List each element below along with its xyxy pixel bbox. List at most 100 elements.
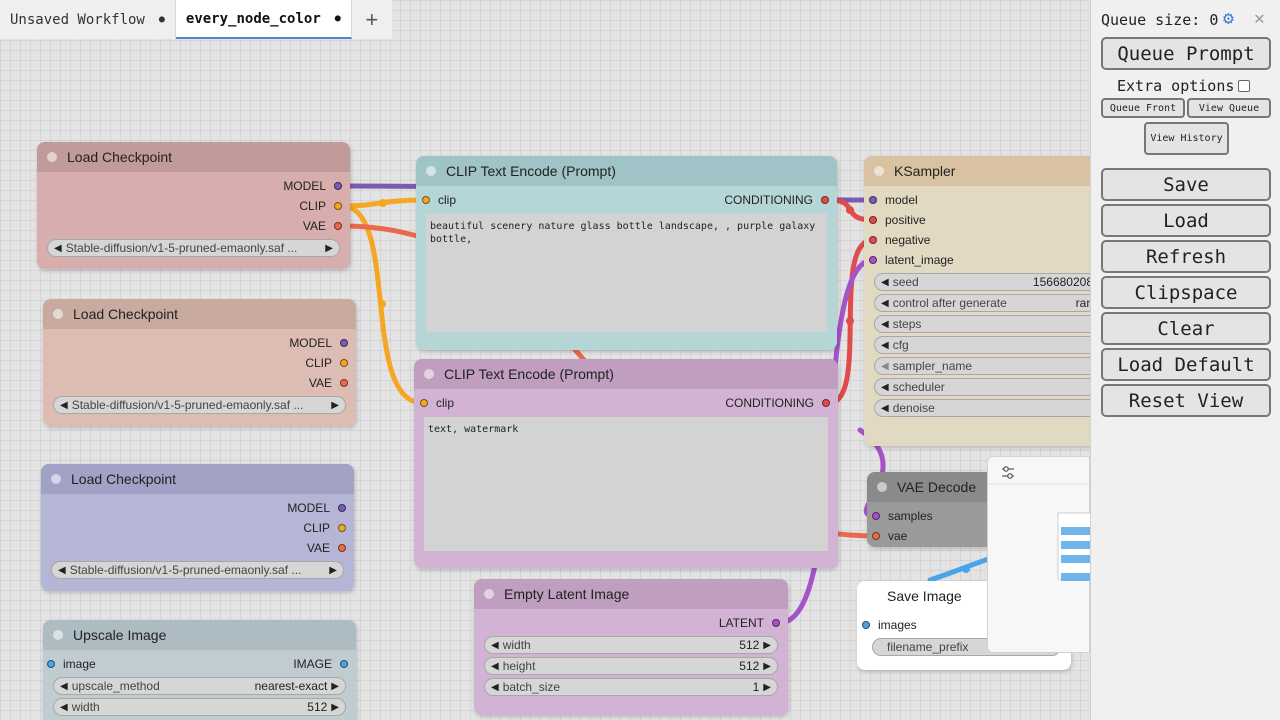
slot-icon[interactable] — [869, 196, 877, 204]
slot-icon[interactable] — [862, 621, 870, 629]
view-queue-button[interactable]: View Queue — [1187, 98, 1271, 118]
arrow-right-icon[interactable]: ▶ — [331, 399, 339, 411]
arrow-left-icon[interactable]: ◀ — [54, 242, 62, 254]
input-samples[interactable]: samples — [867, 506, 997, 526]
slot-icon[interactable] — [334, 202, 342, 210]
width-number[interactable]: ◀ width 512 ▶ — [484, 636, 778, 654]
extra-options-checkbox[interactable] — [1238, 80, 1251, 92]
arrow-left-icon[interactable]: ◀ — [58, 564, 66, 576]
node-title[interactable]: Upscale Image — [43, 620, 356, 650]
ckpt-name-combo[interactable]: ◀ Stable-diffusion/v1-5-pruned-emaonly.s… — [53, 396, 346, 414]
input-negative[interactable]: negative — [864, 230, 1104, 250]
output-vae[interactable]: VAE — [43, 373, 356, 393]
slot-icon[interactable] — [420, 399, 428, 407]
slot-icon[interactable] — [822, 399, 830, 407]
arrow-left-icon[interactable]: ◀ — [881, 360, 889, 372]
slot-icon[interactable] — [872, 532, 880, 540]
node-title[interactable]: CLIP Text Encode (Prompt) — [414, 359, 838, 389]
arrow-left-icon[interactable]: ◀ — [881, 339, 889, 351]
save-button[interactable]: Save — [1101, 168, 1271, 201]
arrow-right-icon[interactable]: ▶ — [763, 660, 771, 672]
input-positive[interactable]: positive — [864, 210, 1104, 230]
arrow-left-icon[interactable]: ◀ — [881, 402, 889, 414]
slot-icon[interactable] — [340, 660, 348, 668]
reset-view-button[interactable]: Reset View — [1101, 384, 1271, 417]
upscale-image-node[interactable]: Upscale Image image IMAGE ◀ upscale_meth… — [43, 620, 356, 720]
load-button[interactable]: Load — [1101, 204, 1271, 237]
gear-icon[interactable]: ⚙ — [1223, 8, 1234, 29]
refresh-button[interactable]: Refresh — [1101, 240, 1271, 273]
control-after-generate-combo[interactable]: ◀ control after generate ran — [874, 294, 1104, 312]
ckpt-name-combo[interactable]: ◀ Stable-diffusion/v1-5-pruned-emaonly.s… — [51, 561, 344, 579]
tab-unsaved-workflow[interactable]: Unsaved Workflow ● — [0, 0, 176, 39]
node-title[interactable]: KSampler — [864, 156, 1104, 186]
clear-button[interactable]: Clear — [1101, 312, 1271, 345]
slot-icon[interactable] — [338, 504, 346, 512]
node-title[interactable]: VAE Decode — [867, 472, 997, 502]
slot-icon[interactable] — [334, 182, 342, 190]
arrow-right-icon[interactable]: ▶ — [329, 564, 337, 576]
queue-front-button[interactable]: Queue Front — [1101, 98, 1185, 118]
slot-icon[interactable] — [338, 524, 346, 532]
output-model[interactable]: MODEL — [43, 333, 356, 353]
seed-number[interactable]: ◀ seed 156680208 — [874, 273, 1104, 291]
upscale-method-combo[interactable]: ◀ upscale_method nearest-exact ▶ — [53, 677, 346, 695]
load-checkpoint-node[interactable]: Load Checkpoint MODEL CLIP VAE ◀ Stable-… — [41, 464, 354, 591]
denoise-number[interactable]: ◀ denoise — [874, 399, 1104, 417]
load-default-button[interactable]: Load Default — [1101, 348, 1271, 381]
arrow-left-icon[interactable]: ◀ — [491, 660, 499, 672]
output-model[interactable]: MODEL — [41, 498, 354, 518]
scheduler-combo[interactable]: ◀ scheduler — [874, 378, 1104, 396]
slot-icon[interactable] — [334, 222, 342, 230]
vae-decode-node[interactable]: VAE Decode samples vae — [867, 472, 997, 547]
node-title[interactable]: Load Checkpoint — [37, 142, 350, 172]
output-vae[interactable]: VAE — [37, 216, 350, 236]
slot-icon[interactable] — [422, 196, 430, 204]
image-preview-panel[interactable] — [987, 456, 1099, 653]
clip-text-encode-node[interactable]: CLIP Text Encode (Prompt) clip CONDITION… — [414, 359, 838, 568]
load-checkpoint-node[interactable]: Load Checkpoint MODEL CLIP VAE ◀ Stable-… — [37, 142, 350, 269]
sampler-name-combo[interactable]: ◀ sampler_name — [874, 357, 1104, 375]
node-title[interactable]: Empty Latent Image — [474, 579, 788, 609]
steps-number[interactable]: ◀ steps — [874, 315, 1104, 333]
ckpt-name-combo[interactable]: ◀ Stable-diffusion/v1-5-pruned-emaonly.s… — [47, 239, 340, 257]
slot-icon[interactable] — [47, 660, 55, 668]
output-clip[interactable]: CLIP — [43, 353, 356, 373]
batch-size-number[interactable]: ◀ batch_size 1 ▶ — [484, 678, 778, 696]
input-latent-image[interactable]: latent_image — [864, 250, 1104, 270]
add-tab-button[interactable]: + — [351, 0, 392, 39]
queue-prompt-button[interactable]: Queue Prompt — [1101, 37, 1271, 70]
close-icon[interactable]: ✕ — [1254, 8, 1265, 29]
slot-icon[interactable] — [338, 544, 346, 552]
cfg-number[interactable]: ◀ cfg — [874, 336, 1104, 354]
tab-every-node-color[interactable]: every_node_color ● — [175, 0, 352, 39]
clipspace-button[interactable]: Clipspace — [1101, 276, 1271, 309]
height-number[interactable]: ◀ height 512 ▶ — [484, 657, 778, 675]
load-checkpoint-node[interactable]: Load Checkpoint MODEL CLIP VAE ◀ Stable-… — [43, 299, 356, 426]
slot-icon[interactable] — [869, 216, 877, 224]
input-images[interactable]: images — [857, 615, 1071, 635]
width-number[interactable]: ◀ width 512 ▶ — [53, 698, 346, 716]
slot-icon[interactable] — [821, 196, 829, 204]
empty-latent-image-node[interactable]: Empty Latent Image LATENT ◀ width 512 ▶ … — [474, 579, 788, 715]
unsaved-dot-icon[interactable]: ● — [158, 14, 165, 25]
ksampler-node[interactable]: KSampler model positive negative latent_… — [864, 156, 1104, 446]
arrow-left-icon[interactable]: ◀ — [60, 701, 68, 713]
arrow-left-icon[interactable]: ◀ — [491, 681, 499, 693]
unsaved-dot-icon[interactable]: ● — [334, 13, 341, 24]
view-history-button[interactable]: View History — [1144, 122, 1229, 155]
input-clip[interactable]: clip CONDITIONING — [416, 190, 837, 210]
arrow-left-icon[interactable]: ◀ — [881, 276, 889, 288]
output-clip[interactable]: CLIP — [37, 196, 350, 216]
slot-icon[interactable] — [772, 619, 780, 627]
arrow-left-icon[interactable]: ◀ — [491, 639, 499, 651]
prompt-textarea[interactable]: text, watermark — [424, 417, 828, 551]
output-vae[interactable]: VAE — [41, 538, 354, 558]
slot-icon[interactable] — [340, 339, 348, 347]
arrow-left-icon[interactable]: ◀ — [881, 318, 889, 330]
extra-options[interactable]: Extra options — [1117, 77, 1251, 95]
node-title[interactable]: CLIP Text Encode (Prompt) — [416, 156, 837, 186]
arrow-right-icon[interactable]: ▶ — [331, 680, 339, 692]
slot-icon[interactable] — [340, 359, 348, 367]
slot-icon[interactable] — [869, 256, 877, 264]
